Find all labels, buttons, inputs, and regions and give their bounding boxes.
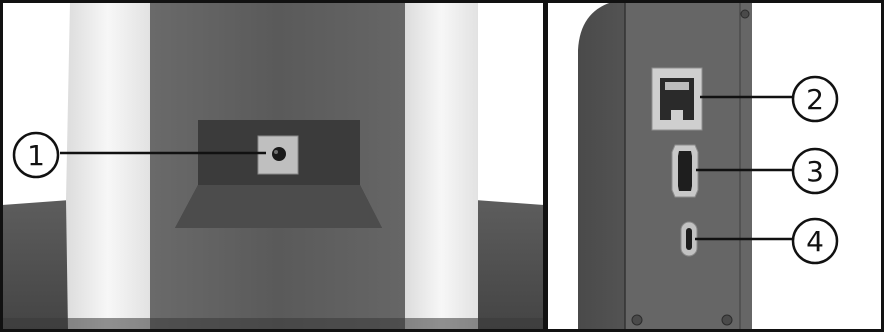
callout-2-label: 2 bbox=[806, 83, 824, 116]
housing-right bbox=[405, 2, 478, 330]
dock-base bbox=[2, 200, 70, 330]
screw-icon bbox=[741, 10, 749, 18]
usb-c-port bbox=[681, 222, 697, 256]
callout-3-label: 3 bbox=[806, 155, 824, 188]
dock-base-right bbox=[475, 200, 544, 330]
screw-icon bbox=[722, 315, 732, 325]
callout-1-label: 1 bbox=[27, 139, 45, 172]
housing-left bbox=[66, 2, 150, 330]
left-view-rear-panel bbox=[2, 2, 544, 330]
recess-floor bbox=[175, 185, 382, 228]
power-jack bbox=[258, 136, 298, 174]
ethernet-port bbox=[652, 68, 702, 130]
hdmi-port bbox=[672, 145, 698, 197]
screw-icon bbox=[632, 315, 642, 325]
callout-4-label: 4 bbox=[806, 225, 824, 258]
bottom-shade bbox=[2, 318, 544, 330]
